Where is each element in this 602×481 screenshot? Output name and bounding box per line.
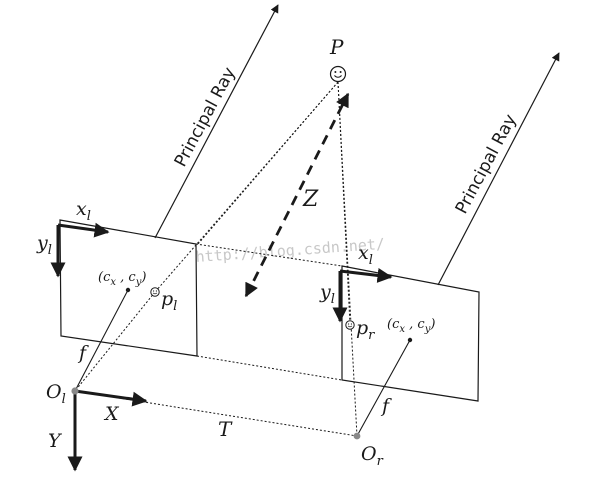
world-y-label: Y [48,430,63,452]
right-image-y-label: yl [319,281,335,307]
left-principal-point-dot [125,287,131,293]
right-image-point-label: pr [356,317,375,343]
right-principal-point-dot [407,337,413,343]
principal-ray-left-label: Principal Ray [171,64,240,170]
world-x-label: X [103,403,120,425]
baseline-label: T [218,417,233,441]
point-label: P [329,35,344,59]
right-optical-center-dot [353,432,361,440]
world-x-axis [74,389,148,407]
depth-label: Z [302,187,319,212]
right-optical-center-label: Or [361,443,384,469]
left-principal-point-label: (cx , cy) [98,270,146,288]
left-optical-center-label: Ol [46,381,66,407]
focal-right-label: f [380,395,392,417]
principal-ray-left [154,4,279,239]
left-image-y-label: yl [36,232,52,258]
focal-line-left [74,289,129,392]
left-image-point-label: pl [161,288,177,314]
focal-line-right [356,339,411,437]
watermark-text: http://blog.csdn.net/ [195,235,385,266]
left-image-x-axis [57,222,110,238]
focal-left-label: f [77,342,89,364]
principal-ray-right [437,52,560,286]
smiley-icon [329,65,347,83]
right-image-x-axis [339,267,393,283]
right-principal-point-label: (cx , cy) [387,317,435,335]
principal-ray-right-label: Principal Ray [452,111,521,217]
smiley-icon [345,320,355,330]
left-image-x-label: xl [76,198,91,224]
right-image-x-label: xl [358,242,373,268]
smiley-icon [150,287,160,297]
right-image-plane [341,265,480,402]
depth-arrow [244,92,350,298]
left-optical-center-dot [71,387,79,395]
